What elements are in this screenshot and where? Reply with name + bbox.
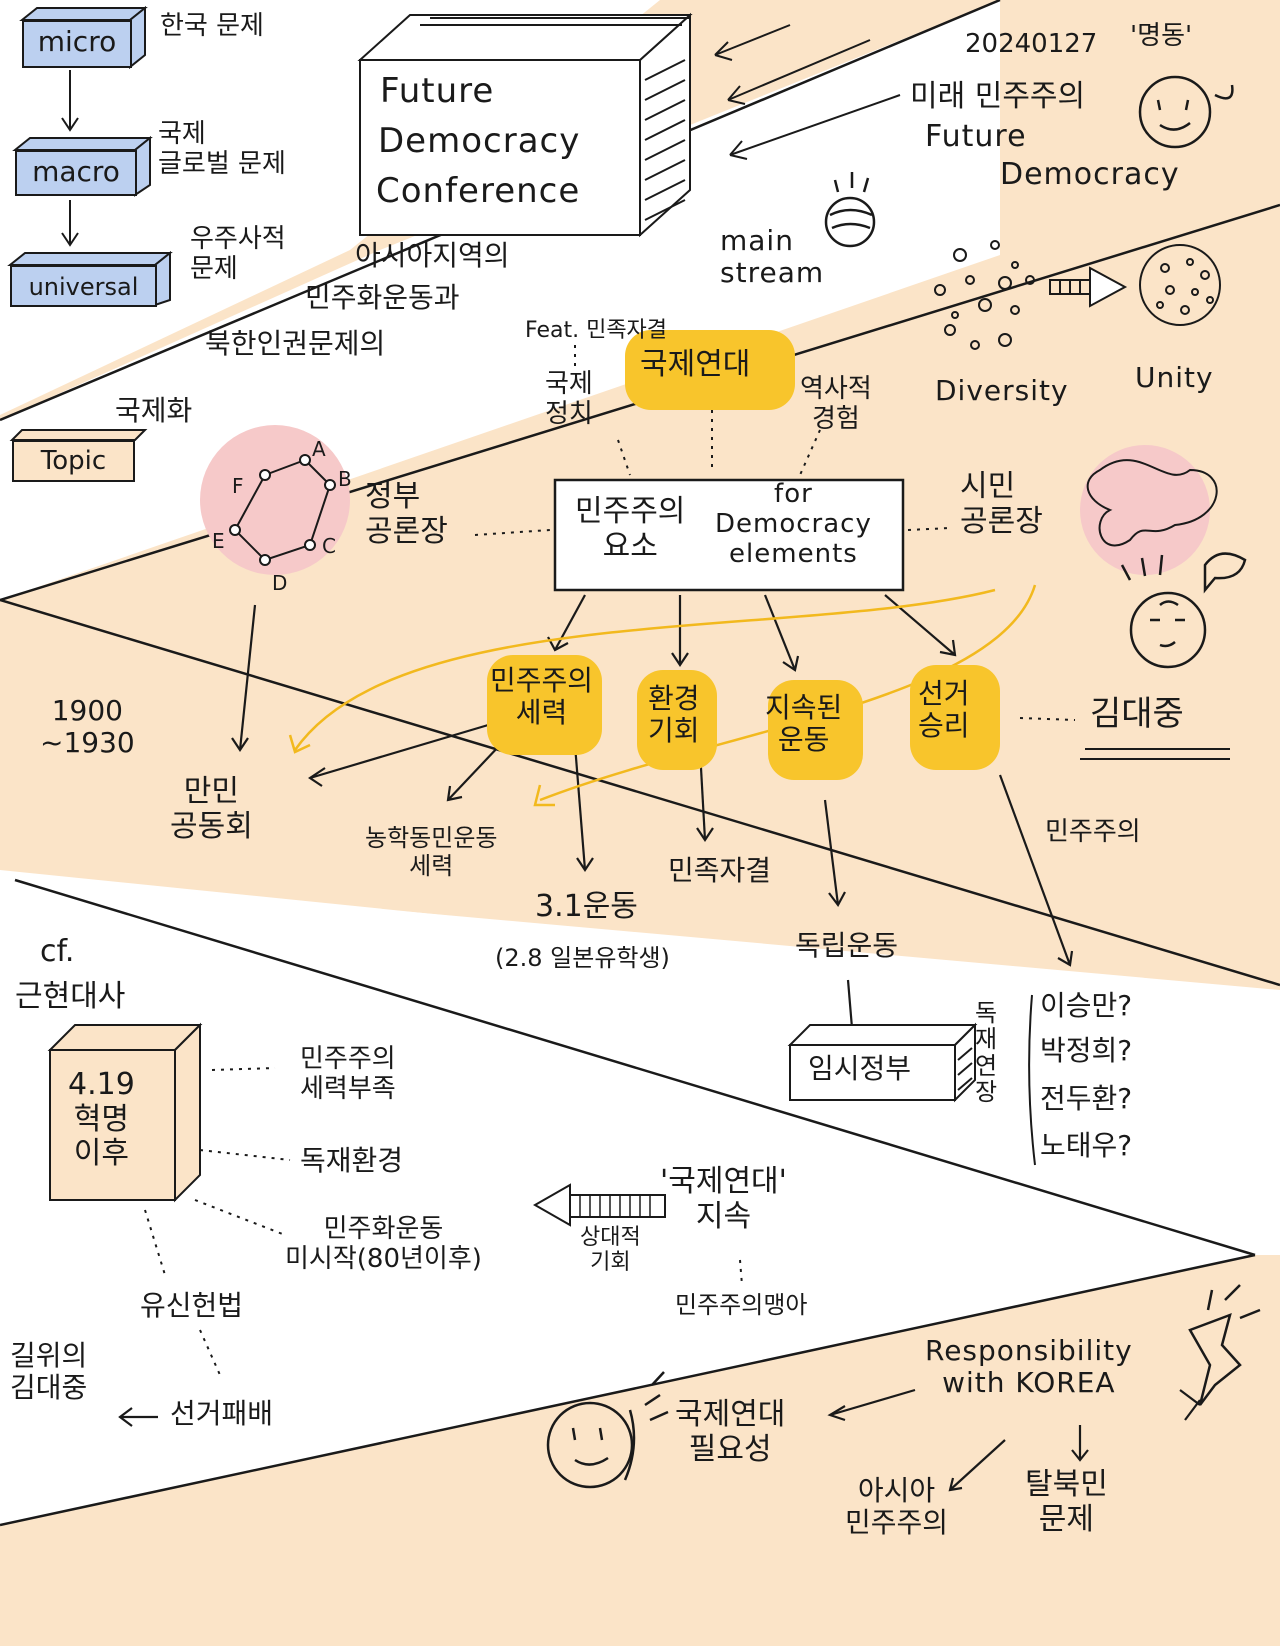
element-sustained-movement: 지속된 운동 <box>765 691 843 757</box>
responsibility-defectors: 탈북민 문제 <box>1025 1467 1108 1537</box>
center-box <box>553 478 905 592</box>
level-desc-universal: 우주사적 문제 <box>190 224 286 284</box>
government-label: 정부 공론장 <box>365 479 448 549</box>
modern-dictatorship-env: 독재환경 <box>300 1144 404 1177</box>
element-democratic-forces: 민주주의 세력 <box>490 664 594 730</box>
band-asia-line-3: 북한인권문제의 <box>205 327 386 360</box>
band-line-4 <box>14 878 1256 1257</box>
mainstream-label: main stream <box>720 224 825 290</box>
element-environment: 환경 기회 <box>648 682 700 748</box>
history-farmers: 농학동민운동 세력 <box>365 824 498 880</box>
intl-politics-label: 국제 정치 <box>545 369 593 429</box>
modern-relative-opportunity: 상대적 기회 <box>580 1225 641 1276</box>
center-box-ko: 민주주의 요소 <box>575 494 686 564</box>
band-line-5 <box>0 1253 1256 1527</box>
history-feb8: (2.8 일본유학생) <box>495 944 670 972</box>
history-democracy-label: 민주주의 <box>1045 817 1141 847</box>
modern-weak-forces: 민주주의 세력부족 <box>300 1044 396 1104</box>
modern-yushin: 유신헌법 <box>140 1289 244 1322</box>
hex-node-f: F <box>232 474 244 498</box>
hex-node-a: A <box>312 437 326 461</box>
history-manmin: 만민 공동회 <box>170 774 253 844</box>
modern-intl-continue: '국제연대' 지속 <box>660 1164 787 1234</box>
modern-democracy-sprout: 민주주의맹아 <box>675 1291 808 1319</box>
highlight-democratic-forces <box>487 655 602 755</box>
dictator-4: 노태우? <box>1040 1129 1133 1162</box>
highlight-election <box>910 665 1000 770</box>
conference-line-2: Democracy <box>378 121 581 161</box>
citizen-label: 시민 공론장 <box>960 469 1043 539</box>
modern-no-movement: 민주화운동 미시작(80년이후) <box>285 1214 482 1274</box>
responsibility-need: 국제연대 필요성 <box>675 1397 786 1467</box>
header-badge: '명동' <box>1130 21 1193 51</box>
history-years: 1900 ~1930 <box>40 694 135 760</box>
hex-node-b: B <box>338 467 352 491</box>
citizen-circle <box>1080 445 1210 575</box>
history-independence: 독립운동 <box>795 929 899 962</box>
level-box-macro: macro <box>15 150 137 196</box>
hex-node-e: E <box>212 529 225 553</box>
band-asia-line-2: 민주화운동과 <box>305 281 460 314</box>
level-box-micro: micro <box>22 20 132 68</box>
highlight-environment <box>637 670 717 770</box>
dictator-3: 전두환? <box>1040 1082 1133 1115</box>
modern-election-loss: 선거패배 <box>170 1397 274 1430</box>
modern-kim-road: 길위의 김대중 <box>10 1339 88 1405</box>
feat-label: Feat. 민족자결 <box>525 318 668 343</box>
history-provisional-gov: 임시정부 <box>808 1052 912 1085</box>
kim-underline-1 <box>1085 748 1230 750</box>
modern-april19: 4.19 혁명 이후 <box>68 1067 135 1171</box>
modern-title: 근현대사 <box>15 979 126 1014</box>
header-title-en-1: Future <box>925 119 1027 154</box>
history-self-determination: 민족자결 <box>668 854 772 887</box>
band-low <box>0 875 1280 1255</box>
center-box-en: for Democracy elements <box>715 479 872 569</box>
element-election-win: 선거 승리 <box>918 677 970 743</box>
responsibility-title: Responsibility with KOREA <box>925 1334 1133 1400</box>
header-title-ko: 미래 민주주의 <box>910 79 1086 114</box>
dictator-1: 이승만? <box>1040 989 1133 1022</box>
highlight-intl-solidarity <box>625 330 795 410</box>
header-title-en-2: Democracy <box>1000 157 1180 192</box>
kim-underline-2 <box>1080 758 1230 760</box>
level-desc-micro: 한국 문제 <box>160 11 264 41</box>
highlight-sustained <box>768 680 863 780</box>
level-desc-macro: 국제 글로벌 문제 <box>158 119 286 179</box>
modern-cf: cf. <box>40 934 75 969</box>
topic-label: Topic <box>12 440 135 482</box>
hex-node-d: D <box>272 571 288 595</box>
header-date: 20240127 <box>965 29 1098 59</box>
responsibility-asia-democracy: 아시아 민주주의 <box>845 1474 949 1540</box>
dictatorship-vertical: 독 재 연 장 <box>975 999 998 1107</box>
band-bottom <box>0 1255 1280 1646</box>
band-asia-line-1: 아시아지역의 <box>355 239 510 272</box>
conference-box-front <box>359 59 641 236</box>
hex-node-c: C <box>322 534 336 558</box>
conference-box-top <box>357 14 693 61</box>
unity-label: Unity <box>1135 361 1214 394</box>
diversity-label: Diversity <box>935 374 1069 407</box>
kim-dae-jung-label: 김대중 <box>1090 694 1184 734</box>
historical-label: 역사적 경험 <box>800 374 872 434</box>
band-line-3 <box>0 598 1280 987</box>
conference-line-3: Conference <box>376 171 581 211</box>
history-march1: 3.1운동 <box>535 889 638 924</box>
dictator-2: 박정희? <box>1040 1034 1133 1067</box>
band-intl: 국제화 <box>115 394 193 427</box>
level-box-universal: universal <box>10 265 157 307</box>
conference-line-1: Future <box>380 71 495 111</box>
intl-solidarity-label: 국제연대 <box>640 347 751 382</box>
